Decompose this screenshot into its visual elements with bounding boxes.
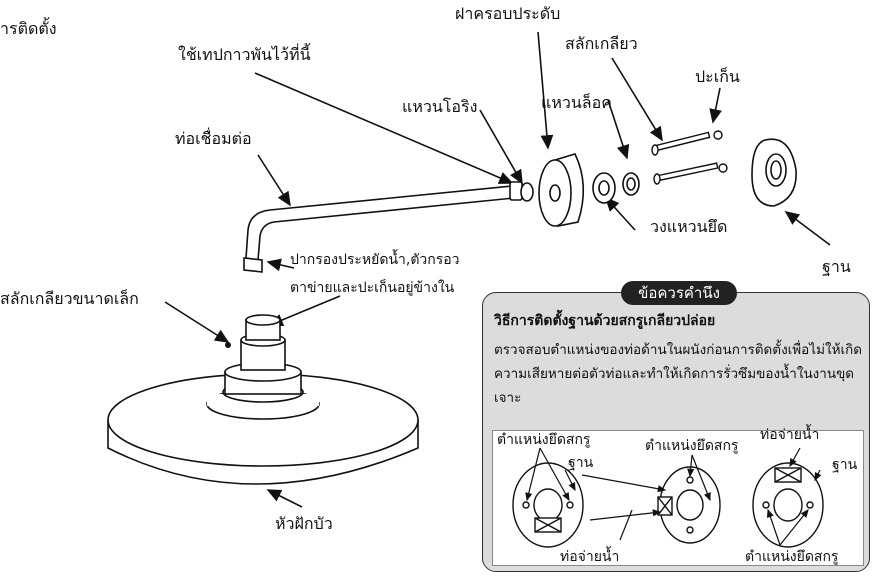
washer-label: ปะเก็น [695,67,740,86]
o-ring-label: แหวนโอริง [402,97,478,116]
screw-label: สลักเกลียว [565,34,638,53]
base-label-1: ฐาน [568,455,594,471]
water-pipe-bottom-label: ท่อจ่ายน้ำ [560,549,620,565]
wall-base [751,138,797,207]
base-label-2: ฐาน [832,457,858,473]
pipe-leader [257,154,291,207]
tape-leader [254,72,514,184]
washer-leader [709,87,722,124]
lock-leader [607,99,630,160]
nozzle-leader [266,258,295,272]
lock-ring-label: แหวนล็อค [541,93,612,112]
shower-head [107,314,419,485]
title-label: ารติดตั้ง [0,19,57,38]
shower-head-label: หัวฝักบัว [275,514,333,533]
o-ring [520,182,534,202]
nozzle-label-2: ตาข่ายและปะเก็นอยู่ข้างใน [290,280,455,296]
decor-cap [538,153,585,227]
base-leader [784,211,831,246]
retaining-leader [604,196,636,231]
note-tag: ข้อควรคำนึง [621,281,737,305]
fix-pos-label-1: ตำแหน่งยึดสกรู [497,432,591,448]
screws [651,130,728,185]
base-label: ฐาน [822,257,851,276]
oring-leader [479,109,523,185]
water-pipe-top-label: ท่อจ่ายน้ำ [760,427,820,443]
small-screw-label: สลักเกลียวขนาดเล็ก [0,289,139,308]
small-screw-leader [164,301,230,343]
retaining-ring-label: วงแหวนยึด [650,217,728,236]
note-body: ตรวจสอบตำแหน่งของท่อด้านในผนังก่อนการติด… [494,342,863,406]
tape-label: ใช้เทปกาวพันไว้ที่นี้ [178,45,311,64]
cap-leader [537,31,554,150]
pipe-label: ท่อเชื่อมต่อ [175,129,252,148]
head-leader [266,489,303,508]
fix-pos-label-2: ตำแหน่งยึดสกรู [645,438,739,454]
small-screw-dot [225,342,231,348]
nozzle2-leader [268,295,341,327]
note-title: วิธีการติดตั้งฐานด้วยสกรูเกลียวปล่อย [494,313,716,329]
fix-pos-label-3: ตำแหน่งยึดสกรู [745,549,839,565]
decor-cap-label: ฝาครอบประดับ [455,4,561,23]
nozzle-label-1: ปากรองประหยัดน้ำ,ตัวกรอว [290,252,460,268]
screw-leader [611,57,663,142]
